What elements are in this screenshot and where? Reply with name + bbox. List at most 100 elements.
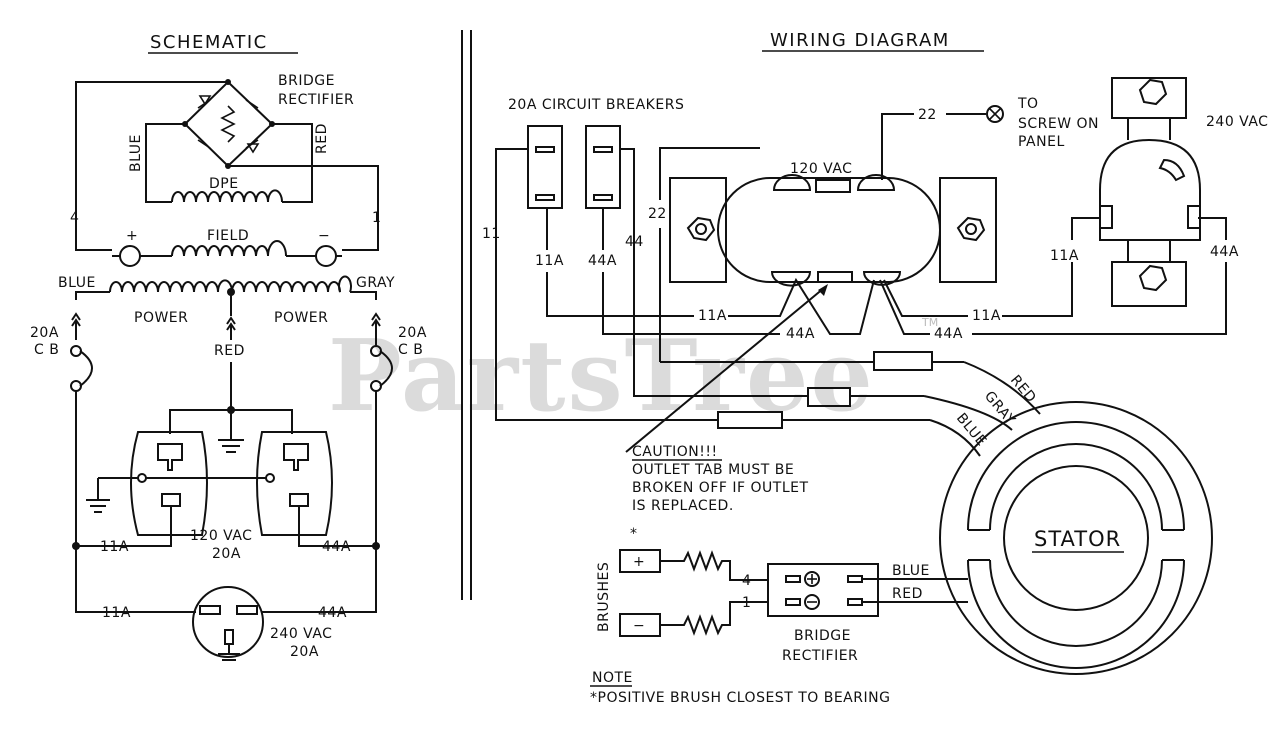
- label-breakers: 20A CIRCUIT BREAKERS: [508, 97, 684, 113]
- connector: [873, 351, 933, 371]
- label-field: FIELD: [207, 228, 249, 244]
- note-text: *POSITIVE BRUSH CLOSEST TO BEARING: [590, 690, 890, 706]
- label-red2: RED: [892, 586, 923, 602]
- wire-11a: [1002, 262, 1073, 317]
- label-m44a: 44A: [786, 326, 815, 342]
- wire-44: [620, 148, 808, 397]
- wire: [350, 291, 377, 300]
- breaker-contact: [70, 380, 82, 392]
- label-power-left: POWER: [134, 310, 188, 326]
- label-240vac: 240 VAC: [270, 626, 332, 642]
- label-m44a-right: 44A: [934, 326, 963, 342]
- label-240vac: 240 VAC: [1206, 114, 1268, 130]
- label-r11a: 11A: [1050, 248, 1079, 264]
- wire-44a: [262, 391, 377, 613]
- wire-gray: [923, 395, 1013, 431]
- label-blue: BLUE: [953, 410, 990, 449]
- breaker-contact: [70, 345, 82, 357]
- outlet-120vac-duplex: [669, 174, 997, 287]
- label-power-gray: GRAY: [356, 275, 395, 291]
- label-w22-top: 22: [918, 107, 937, 123]
- wire-11a: [546, 272, 694, 317]
- label-wire-1: 1: [372, 210, 381, 226]
- label-w1: 1: [742, 595, 751, 611]
- label-11a: 11A: [102, 605, 131, 621]
- outlet-240vac: [1099, 77, 1201, 307]
- caution-arrow: [818, 284, 828, 296]
- caution-title: CAUTION!!!: [632, 444, 718, 460]
- schematic: SCHEMATIC BRIDGE RECTIFIER BLUE RED DPE: [30, 32, 426, 661]
- label-m11a: 11A: [698, 308, 727, 324]
- wire-11a: [883, 279, 968, 317]
- label-44a: 44A: [318, 605, 347, 621]
- circuit-breaker-left: [527, 125, 563, 209]
- wiring-diagram: WIRING DIAGRAM 20A CIRCUIT BREAKERS 11 4…: [482, 30, 1268, 706]
- junction: [72, 542, 80, 550]
- caution-line: IS REPLACED.: [632, 498, 734, 514]
- label-red: RED: [314, 123, 330, 154]
- label-power-right: POWER: [274, 310, 328, 326]
- wire-4: [75, 81, 228, 251]
- outlet-120vac-right: [256, 431, 333, 536]
- wire-blue: [145, 123, 185, 203]
- bridge-label: RECTIFIER: [278, 92, 354, 108]
- wire-44a: [602, 272, 780, 335]
- outlet-120vac-left: [130, 431, 208, 536]
- label-120vac: 120 VAC: [190, 528, 252, 544]
- label-dpe: DPE: [209, 176, 239, 192]
- breaker-arc: [79, 350, 93, 387]
- label-bridge: BRIDGE: [794, 628, 851, 644]
- arrow: [226, 316, 236, 325]
- wire-11a: [76, 506, 172, 547]
- label-power-blue: BLUE: [58, 275, 96, 291]
- field-coil: [171, 240, 287, 257]
- label-11a: 11A: [100, 539, 129, 555]
- caution-line: BROKEN OFF IF OUTLET: [632, 480, 809, 496]
- caution-pointer: [625, 287, 825, 453]
- screw-terminal-icon: [986, 105, 1004, 123]
- label-screw: TO: [1017, 96, 1039, 112]
- wire-red: [272, 123, 313, 203]
- label-bridge: RECTIFIER: [782, 648, 858, 664]
- label-120vac: 120 VAC: [790, 161, 852, 177]
- label-m11a-right: 11A: [972, 308, 1001, 324]
- brush-minus-label: −: [633, 618, 645, 634]
- wiring-title: WIRING DIAGRAM: [770, 30, 950, 51]
- label-b11a: 11A: [535, 253, 564, 269]
- bridge-rectifier: [767, 563, 879, 617]
- bridge-label: BRIDGE: [278, 73, 335, 89]
- label-w4: 4: [742, 573, 751, 589]
- wire-44a: [298, 506, 376, 547]
- brush-plus-label: +: [633, 554, 645, 570]
- label-plus: +: [126, 228, 138, 244]
- wire-1: [228, 165, 379, 251]
- label-screw: PANEL: [1018, 134, 1065, 150]
- label-44a: 44A: [322, 539, 351, 555]
- label-red-center: RED: [214, 343, 245, 359]
- label-cb-left: 20A: [30, 325, 59, 341]
- brush-terminal-plus: [119, 245, 141, 267]
- wire-22: [881, 113, 914, 180]
- wire-4: [660, 550, 768, 581]
- label-cb-left: C B: [34, 342, 59, 358]
- caution-line: OUTLET TAB MUST BE: [632, 462, 794, 478]
- label-r44a: 44A: [1210, 244, 1239, 260]
- dpe-coil: [171, 189, 283, 203]
- label-minus: −: [318, 228, 330, 244]
- wire: [728, 277, 875, 335]
- power-coil-left: [109, 279, 233, 293]
- label-20a: 20A: [290, 644, 319, 660]
- circuit-breaker-right: [585, 125, 621, 209]
- wire-44a: [972, 262, 1227, 335]
- wire-22: [659, 147, 760, 200]
- wire: [1198, 217, 1227, 240]
- bridge-rectifier-symbol: [182, 79, 275, 169]
- note-title: NOTE: [592, 670, 633, 686]
- wire: [1071, 217, 1100, 240]
- label-wire-4: 4: [70, 210, 79, 226]
- label-b44a: 44A: [588, 253, 617, 269]
- wire-blue: [929, 419, 981, 457]
- label-w11: 11: [482, 226, 501, 242]
